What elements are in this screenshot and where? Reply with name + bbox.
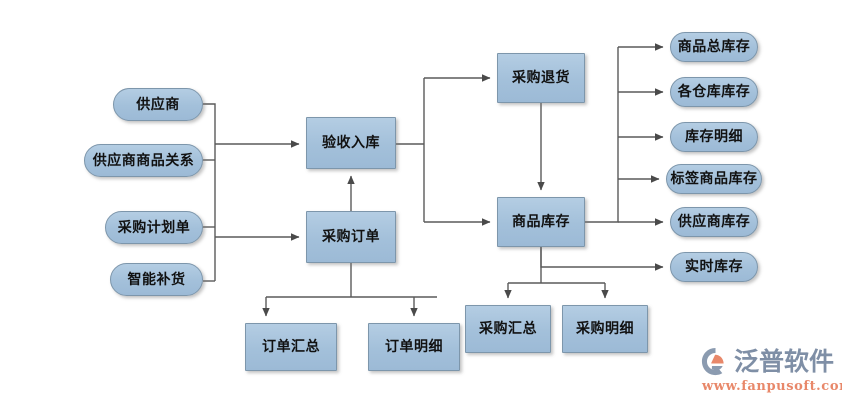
node-label: 标签商品库存 xyxy=(670,171,758,187)
node-label: 采购汇总 xyxy=(479,321,537,337)
node-label: 采购计划单 xyxy=(117,219,191,236)
node-total-goods-inventory[interactable]: 商品总库存 xyxy=(670,32,758,62)
node-realtime-inventory[interactable]: 实时库存 xyxy=(670,252,758,282)
node-inventory-detail[interactable]: 库存明细 xyxy=(670,122,758,152)
node-purchase-detail[interactable]: 采购明细 xyxy=(562,305,648,353)
node-label: 商品总库存 xyxy=(677,39,751,55)
edge-to-realtime-inventory xyxy=(540,247,664,271)
node-label: 智能补货 xyxy=(127,271,186,288)
node-label: 商品库存 xyxy=(512,214,570,230)
node-label: 库存明细 xyxy=(685,129,743,145)
edge-left-spine xyxy=(203,103,216,281)
node-label: 实时库存 xyxy=(685,259,743,275)
node-label: 各仓库库存 xyxy=(677,84,751,100)
node-label: 供应商库存 xyxy=(677,214,751,230)
node-smart-replenishment[interactable]: 智能补货 xyxy=(110,263,203,296)
node-label: 订单汇总 xyxy=(262,339,320,355)
node-receipt-inbound[interactable]: 验收入库 xyxy=(306,117,396,169)
brand-row: 泛普软件 xyxy=(700,344,834,378)
brand-url: www.fanpusoft.com xyxy=(702,379,842,394)
brand-watermark: 泛普软件 www.fanpusoft.com xyxy=(700,344,842,398)
node-purchase-return[interactable]: 采购退货 xyxy=(497,53,585,103)
fanpusoft-logo-icon xyxy=(701,347,724,375)
node-purchase-order[interactable]: 采购订单 xyxy=(306,211,396,263)
node-purchase-summary[interactable]: 采购汇总 xyxy=(465,305,551,353)
node-label: 采购明细 xyxy=(576,321,634,337)
node-order-summary[interactable]: 订单汇总 xyxy=(245,323,337,371)
node-supplier[interactable]: 供应商 xyxy=(113,88,203,121)
node-goods-inventory[interactable]: 商品库存 xyxy=(497,197,585,247)
node-supplier-goods-relation[interactable]: 供应商商品关系 xyxy=(84,144,203,177)
node-label: 供应商商品关系 xyxy=(92,152,195,169)
brand-name: 泛普软件 xyxy=(734,346,835,376)
node-supplier-inventory[interactable]: 供应商库存 xyxy=(670,207,758,237)
node-label: 采购退货 xyxy=(512,70,570,86)
node-purchase-plan[interactable]: 采购计划单 xyxy=(105,211,203,244)
node-order-detail[interactable]: 订单明细 xyxy=(368,323,460,371)
node-label: 供应商 xyxy=(136,96,180,113)
edge-inventory-right-spine xyxy=(585,47,619,223)
node-label: 验收入库 xyxy=(322,135,380,151)
node-label: 订单明细 xyxy=(385,339,443,355)
node-warehouse-inventory[interactable]: 各仓库库存 xyxy=(670,77,758,107)
node-tag-goods-inventory[interactable]: 标签商品库存 xyxy=(666,164,762,194)
node-label: 采购订单 xyxy=(322,229,380,245)
